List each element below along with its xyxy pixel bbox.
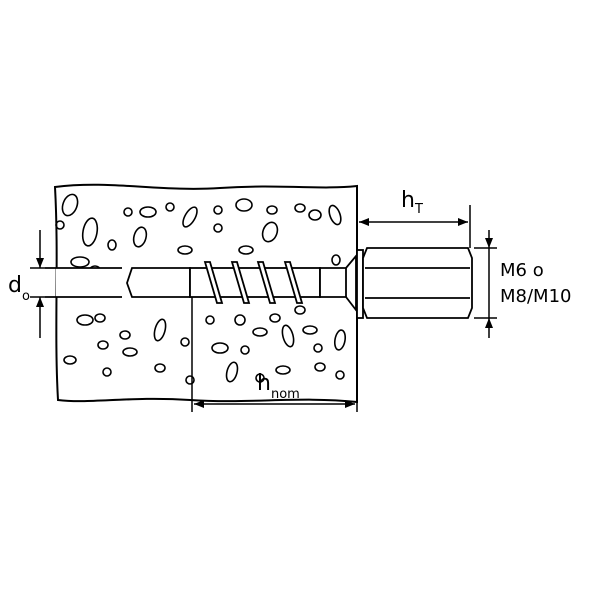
thread-flight bbox=[203, 261, 224, 304]
aggregate-stone bbox=[269, 313, 281, 323]
aggregate-stone bbox=[153, 318, 167, 342]
aggregate-stone bbox=[261, 221, 279, 243]
aggregate-stone bbox=[335, 370, 345, 380]
thread-size-label-2: M8/M10 bbox=[500, 286, 571, 307]
aggregate-stone bbox=[119, 330, 131, 340]
aggregate-stone bbox=[154, 363, 166, 373]
hole-diameter-label: do bbox=[8, 273, 30, 304]
aggregate-stone bbox=[81, 217, 99, 247]
aggregate-stone bbox=[308, 209, 322, 221]
aggregate-stone bbox=[313, 343, 323, 353]
aggregate-stone bbox=[255, 373, 265, 383]
aggregate-stone bbox=[252, 327, 268, 337]
aggregate-stone bbox=[165, 202, 175, 212]
aggregate-stone bbox=[205, 315, 215, 325]
aggregate-stone bbox=[102, 367, 112, 377]
aggregate-stone bbox=[331, 254, 341, 266]
hex-coupling-nut bbox=[362, 247, 473, 319]
aggregate-stone bbox=[266, 205, 278, 215]
aggregate-stone bbox=[314, 362, 326, 372]
aggregate-stone bbox=[225, 361, 239, 383]
aggregate-stone bbox=[213, 205, 223, 215]
aggregate-stone bbox=[235, 198, 253, 212]
aggregate-stone bbox=[234, 314, 246, 326]
aggregate-stone bbox=[61, 193, 79, 217]
aggregate-stone bbox=[302, 325, 318, 335]
thread-flight bbox=[230, 261, 251, 304]
aggregate-stone bbox=[213, 223, 223, 233]
aggregate-stone bbox=[76, 314, 94, 326]
aggregate-stone bbox=[328, 204, 342, 226]
aggregate-stone bbox=[240, 345, 250, 355]
aggregate-stones bbox=[55, 193, 347, 385]
thread-flight bbox=[283, 261, 304, 304]
coupling-height-label: hT bbox=[401, 188, 423, 217]
aggregate-stone bbox=[55, 220, 65, 230]
aggregate-stone bbox=[97, 340, 109, 350]
aggregate-stone bbox=[182, 206, 198, 228]
aggregate-stone bbox=[294, 203, 306, 213]
thread-flight bbox=[256, 261, 277, 304]
aggregate-stone bbox=[294, 305, 306, 315]
aggregate-stone bbox=[281, 324, 295, 348]
aggregate-stone bbox=[94, 313, 106, 323]
aggregate-stone bbox=[185, 375, 195, 385]
dimension-lines bbox=[30, 205, 497, 412]
aggregate-stone bbox=[70, 256, 90, 268]
screw-anchor bbox=[126, 249, 364, 319]
aggregate-stone bbox=[211, 342, 229, 354]
aggregate-stone bbox=[275, 365, 291, 375]
aggregate-stone bbox=[177, 245, 193, 255]
aggregate-stone bbox=[180, 337, 190, 347]
aggregate-stone bbox=[123, 207, 133, 217]
aggregate-stone bbox=[63, 355, 77, 365]
aggregate-stone bbox=[107, 239, 117, 251]
aggregate-stone bbox=[139, 206, 157, 218]
aggregate-stone bbox=[333, 329, 347, 351]
embedment-depth-label: hnom bbox=[257, 371, 300, 402]
aggregate-stone bbox=[132, 226, 148, 248]
thread-size-label-1: M6 o bbox=[500, 260, 544, 281]
aggregate-stone bbox=[122, 347, 138, 357]
aggregate-stone bbox=[238, 245, 254, 255]
